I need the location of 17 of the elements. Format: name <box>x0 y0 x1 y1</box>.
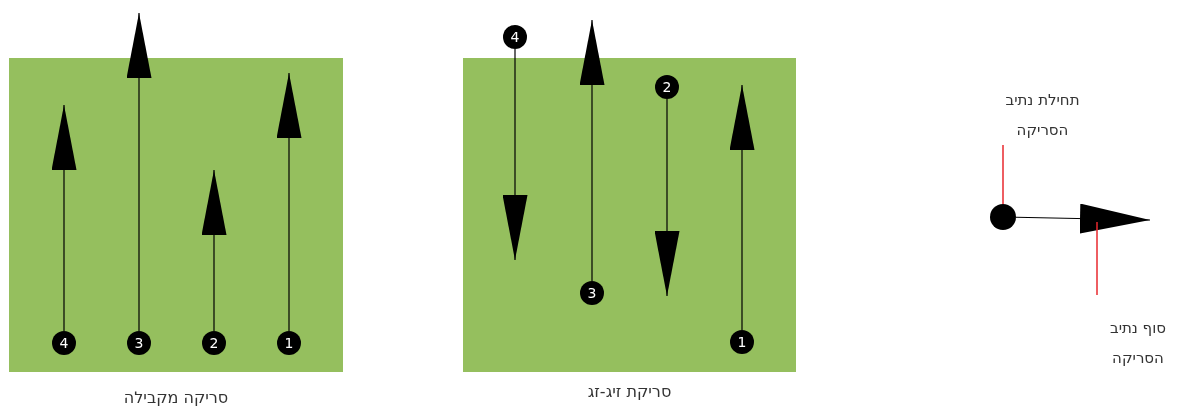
arrow <box>579 19 605 282</box>
panel-label: סריקת זיג-זג <box>586 382 673 401</box>
start-dot <box>990 204 1016 230</box>
arrow <box>729 84 755 331</box>
panel-label: סריקה מקבילה <box>122 388 230 407</box>
annotation-text: סוף נתיב הסריקה <box>1088 295 1177 365</box>
arrow <box>51 104 77 332</box>
annotation-text: תחילת נתיב הסריקה <box>990 85 1095 145</box>
arrow <box>201 169 227 332</box>
arrow <box>276 72 302 332</box>
arrow <box>1015 203 1151 234</box>
arrow <box>502 48 528 261</box>
numbered-circle: 4 <box>503 25 527 49</box>
leader-line <box>1002 144 1004 205</box>
arrow <box>654 98 680 297</box>
leader-line <box>1096 221 1098 296</box>
arrow <box>126 12 152 332</box>
